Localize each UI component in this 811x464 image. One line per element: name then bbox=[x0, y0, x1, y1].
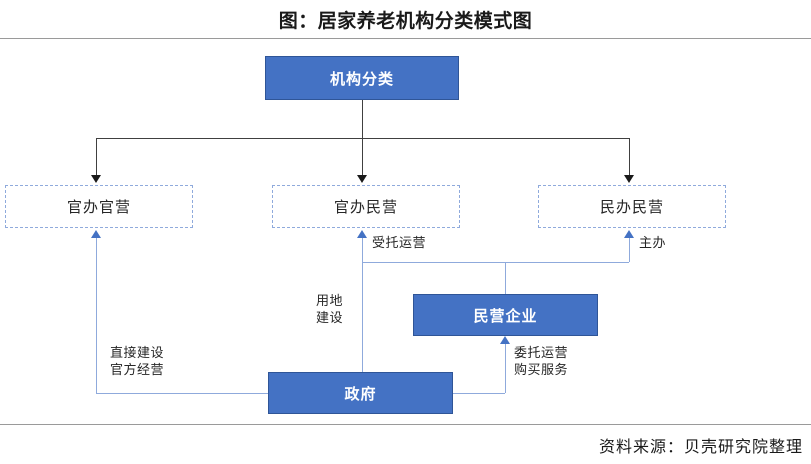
edge-label-direct-build-official-run: 直接建设 官方经营 bbox=[110, 345, 165, 377]
arrowhead-up-cat2 bbox=[357, 230, 367, 238]
connector-gov-to-enterprise-horizontal bbox=[453, 393, 505, 394]
connector-drop-right bbox=[629, 138, 630, 176]
node-label: 机构分类 bbox=[329, 70, 394, 88]
header-divider bbox=[0, 38, 811, 39]
node-private-enterprise[interactable]: 民营企业 bbox=[413, 294, 598, 336]
node-government[interactable]: 政府 bbox=[268, 372, 453, 414]
node-private-run-private-operated[interactable]: 民办民营 bbox=[538, 185, 726, 228]
edge-label-entrusted-operation: 受托运营 bbox=[372, 235, 427, 250]
node-label: 政府 bbox=[344, 385, 377, 403]
connector-gov-to-cat1-horizontal bbox=[96, 393, 268, 394]
node-government-run-private-operated[interactable]: 官办民营 bbox=[272, 185, 460, 228]
arrowhead-down-left bbox=[91, 175, 101, 183]
edge-label-entrust-purchase: 委托运营 购买服务 bbox=[514, 345, 569, 377]
arrowhead-down-right bbox=[624, 175, 634, 183]
node-label: 民营企业 bbox=[473, 307, 538, 325]
connector-bus-to-enterprise bbox=[505, 262, 506, 294]
connector-drop-left bbox=[96, 138, 97, 176]
arrowhead-down-center bbox=[357, 175, 367, 183]
arrowhead-up-cat1 bbox=[91, 230, 101, 238]
connector-root-stem bbox=[362, 100, 363, 138]
arrowhead-up-enterprise bbox=[500, 336, 510, 344]
node-government-run-government-operated[interactable]: 官办官营 bbox=[5, 185, 193, 228]
connector-gov-to-enterprise-vertical bbox=[505, 344, 506, 393]
edge-label-host: 主办 bbox=[639, 235, 667, 250]
connector-enterprise-bus bbox=[362, 262, 629, 263]
node-label: 官办官营 bbox=[66, 199, 131, 216]
arrowhead-up-cat3 bbox=[624, 230, 634, 238]
node-label: 官办民营 bbox=[333, 199, 398, 216]
page-title: 图：居家养老机构分类模式图 bbox=[278, 11, 533, 32]
node-institution-classification[interactable]: 机构分类 bbox=[265, 56, 459, 100]
connector-drop-center bbox=[362, 138, 363, 176]
edge-label-land-construction: 用地 建设 bbox=[316, 293, 344, 325]
connector-bus-to-cat3 bbox=[629, 238, 630, 262]
source-note: 资料来源：贝壳研究院整理 bbox=[598, 439, 803, 456]
connector-gov-to-cat1-vertical bbox=[96, 238, 97, 393]
node-label: 民办民营 bbox=[599, 199, 664, 216]
connector-gov-to-cat2-vertical bbox=[362, 238, 363, 372]
footer-divider bbox=[0, 424, 811, 425]
